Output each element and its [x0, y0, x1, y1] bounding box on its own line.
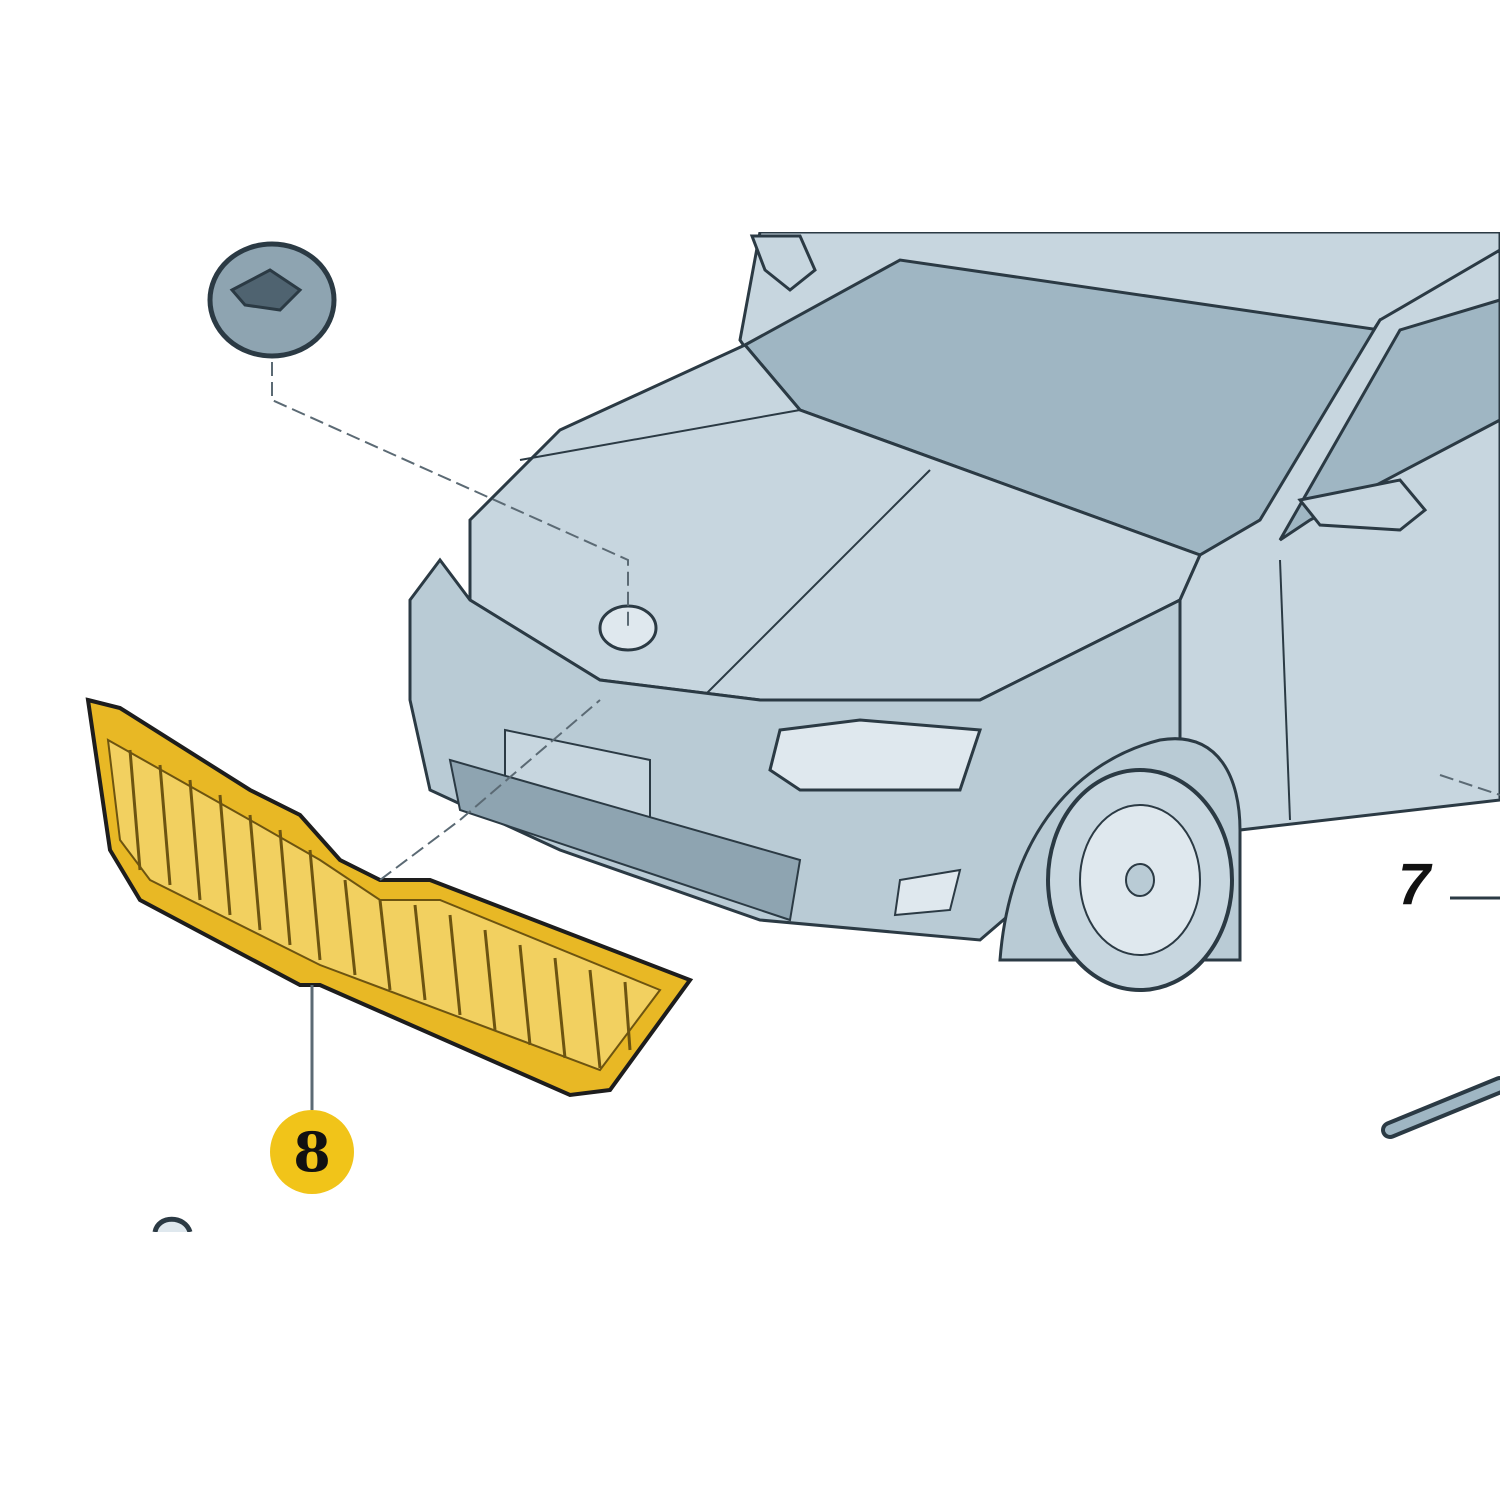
callout-label-trim: 7	[1398, 852, 1431, 917]
side-mirror	[1297, 478, 1428, 532]
trim-strip	[1385, 1080, 1500, 1135]
radiator-grille	[85, 697, 694, 1098]
diagram-viewport	[0, 232, 1500, 1232]
car-illustration	[85, 232, 1500, 1232]
callout-badge-grille: 8	[270, 1110, 354, 1194]
grille-leader-line	[379, 699, 601, 881]
emblem-leader-line	[271, 362, 629, 628]
lower-grille	[448, 758, 802, 922]
emblem-part	[207, 241, 337, 359]
headlight	[768, 718, 983, 792]
callout-number: 8	[293, 1120, 331, 1184]
